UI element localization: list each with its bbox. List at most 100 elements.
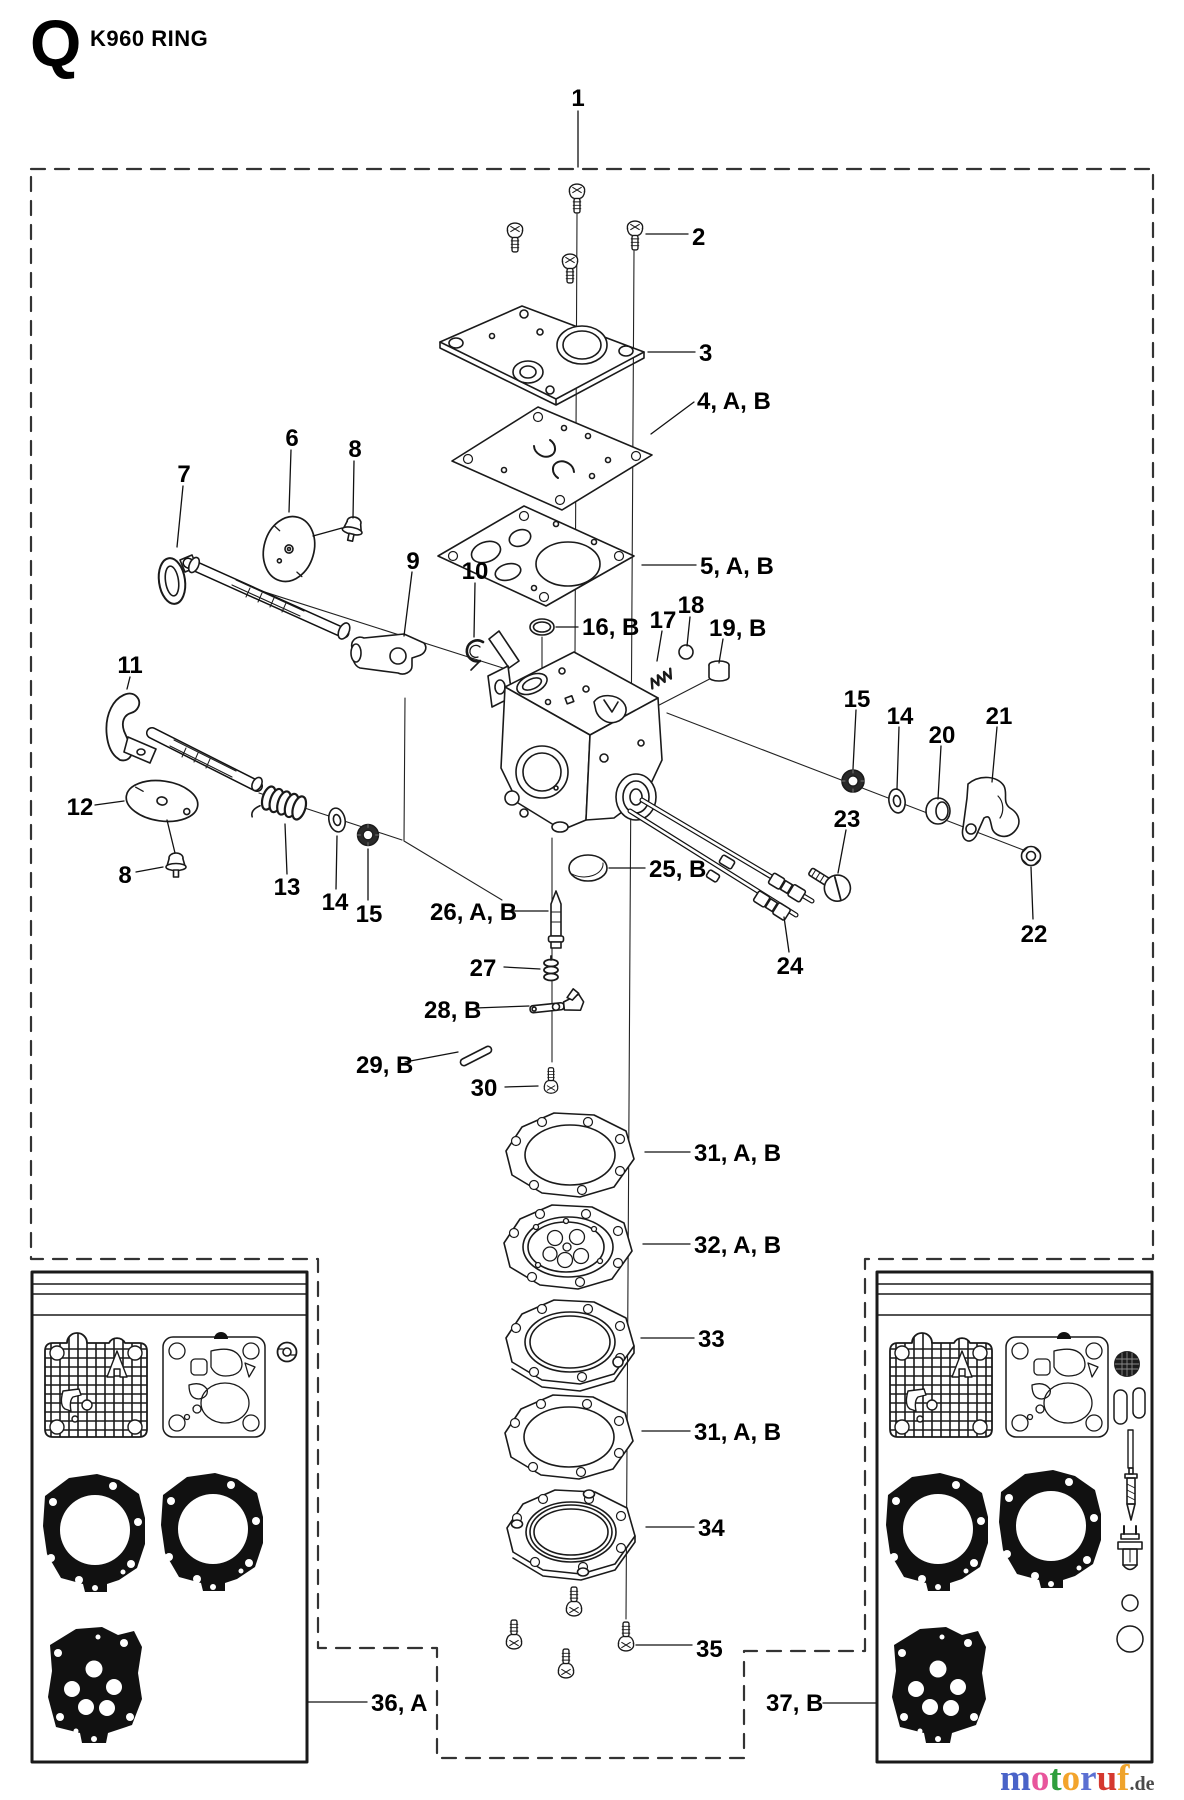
watermark-logo: motoruf.de — [1000, 1757, 1155, 1800]
part-o-ring — [529, 618, 555, 636]
watermark-tld: .de — [1129, 1773, 1155, 1795]
watermark-letter: m — [1000, 1758, 1031, 1799]
callout-31ab1: 31, A, B — [694, 1140, 781, 1167]
leader-line — [837, 829, 847, 874]
part-welch-plug — [568, 854, 608, 882]
leader-line — [312, 527, 343, 537]
callout-11: 11 — [117, 652, 142, 679]
callout-8a: 8 — [348, 436, 361, 463]
leader-line — [650, 401, 695, 435]
leader-line — [474, 1005, 530, 1009]
screw-icon — [543, 1067, 559, 1094]
kit-screen-gasket — [45, 1331, 147, 1439]
kit-gasket — [160, 1472, 264, 1592]
part-throttle-shaft — [157, 554, 351, 640]
callout-37b: 37, B — [766, 1690, 823, 1717]
part-needle-spring — [543, 955, 559, 982]
watermark-letter: o — [1030, 1758, 1050, 1799]
callout-6: 6 — [285, 425, 298, 452]
leader-line — [352, 460, 355, 519]
part-thumb-screw — [808, 867, 852, 902]
screw-icon — [617, 1621, 635, 1652]
part-spring — [251, 785, 308, 821]
part-fuel-lines — [627, 797, 815, 921]
leader-line — [176, 485, 184, 548]
screw-icon — [557, 1648, 575, 1679]
leader-line — [991, 726, 998, 783]
leader-line — [504, 1085, 539, 1088]
part-inlet-needle — [547, 890, 565, 949]
kit-metering-gasket — [162, 1331, 266, 1438]
part-pump-cover — [439, 305, 645, 406]
leader-line — [135, 866, 164, 873]
kit-box-36A — [30, 1270, 309, 1764]
kit-diaphragm — [891, 1626, 987, 1744]
part-metering-diaphragm — [451, 406, 653, 511]
callout-20: 20 — [929, 722, 956, 749]
part-metering-gasket — [437, 505, 635, 607]
callout-33: 33 — [698, 1326, 725, 1353]
part-plug — [708, 660, 730, 682]
callout-4ab: 4, A, B — [697, 388, 771, 415]
callout-29b: 29, B — [356, 1052, 413, 1079]
callout-9: 9 — [406, 548, 419, 575]
part-choke-plate — [125, 779, 199, 823]
callout-12: 12 — [67, 794, 94, 821]
page-title: K960 RING — [90, 26, 209, 51]
kit-screen-gasket — [890, 1331, 992, 1439]
part-pump-gasket — [504, 1394, 634, 1480]
part-pump-gasket — [505, 1112, 635, 1198]
callout-28b: 28, B — [424, 997, 481, 1024]
callout-35: 35 — [696, 1636, 723, 1663]
callout-30: 30 — [471, 1075, 498, 1102]
part-ball — [678, 644, 694, 660]
leader-line — [288, 449, 292, 513]
leader-line — [686, 616, 691, 647]
callout-25b: 25, B — [649, 856, 706, 883]
leader-line — [656, 630, 663, 662]
leader-line — [126, 676, 131, 690]
leader-line — [852, 709, 857, 770]
kit-diaphragm — [47, 1626, 143, 1744]
leader-lines — [94, 110, 1034, 1704]
callout-13: 13 — [274, 874, 301, 901]
washer-icon — [325, 805, 349, 835]
part-nut — [1020, 845, 1042, 867]
leader-line — [404, 1051, 459, 1063]
part-choke-lever — [961, 776, 1020, 842]
leader-line — [783, 916, 790, 953]
kit-grommet — [276, 1341, 298, 1363]
part-lever-pin — [459, 1045, 493, 1067]
part-carburetor-body — [487, 630, 663, 833]
callout-34: 34 — [698, 1515, 725, 1542]
part-idle-spring — [650, 667, 673, 690]
callout-19b: 19, B — [709, 615, 766, 642]
callout-8b: 8 — [118, 862, 131, 889]
part-bushing — [925, 797, 951, 825]
kit-needle — [1124, 1467, 1138, 1521]
part-spacer-plate — [505, 1299, 635, 1392]
part-metering-lever — [529, 988, 585, 1014]
screw-icon — [561, 253, 579, 284]
kit-metering-gasket — [1005, 1331, 1109, 1438]
callout-18: 18 — [678, 592, 705, 619]
leader-line — [937, 745, 942, 800]
callout-32ab: 32, A, B — [694, 1232, 781, 1259]
kit-o-ring-large — [1116, 1625, 1144, 1653]
kit-gasket — [998, 1469, 1102, 1589]
nut-icon — [356, 823, 380, 847]
leader-line — [94, 800, 125, 806]
parts-layer — [105, 183, 1042, 1679]
screw-icon — [565, 1586, 583, 1617]
leader-line — [1030, 866, 1034, 920]
callout-10: 10 — [462, 558, 489, 585]
kit-valve — [1117, 1525, 1143, 1571]
callout-21: 21 — [986, 703, 1013, 730]
part-choke-shaft — [105, 692, 263, 792]
kit-gasket — [885, 1472, 989, 1592]
callout-2: 2 — [692, 224, 705, 251]
dashed-border — [29, 167, 1155, 1760]
